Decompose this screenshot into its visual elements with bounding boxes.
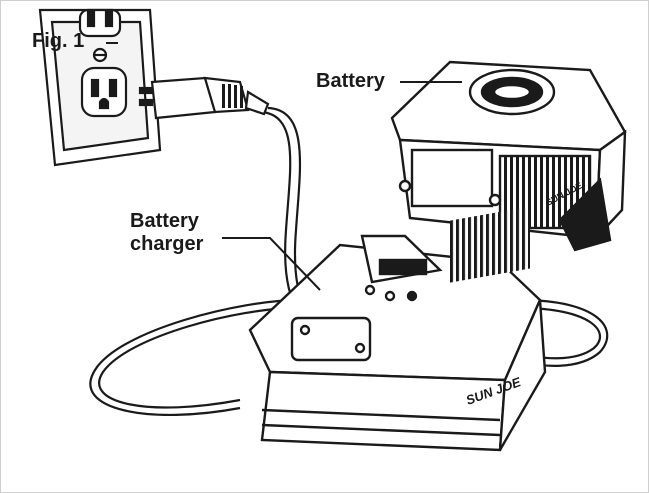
charger-leader-line (222, 237, 321, 291)
wall-outlet (38, 8, 162, 167)
battery-charger (248, 206, 547, 452)
battery-callout-label: Battery (316, 70, 385, 92)
charger-label-line2: charger (130, 233, 204, 255)
leader-lines (106, 42, 462, 291)
plug (138, 76, 270, 120)
battery-charger-callout-label: Battery charger (130, 210, 203, 256)
charger-label-line1: Battery (130, 210, 199, 232)
power-cord (89, 106, 609, 417)
figure-label: Fig. 1 (32, 30, 85, 52)
battery (390, 60, 627, 252)
